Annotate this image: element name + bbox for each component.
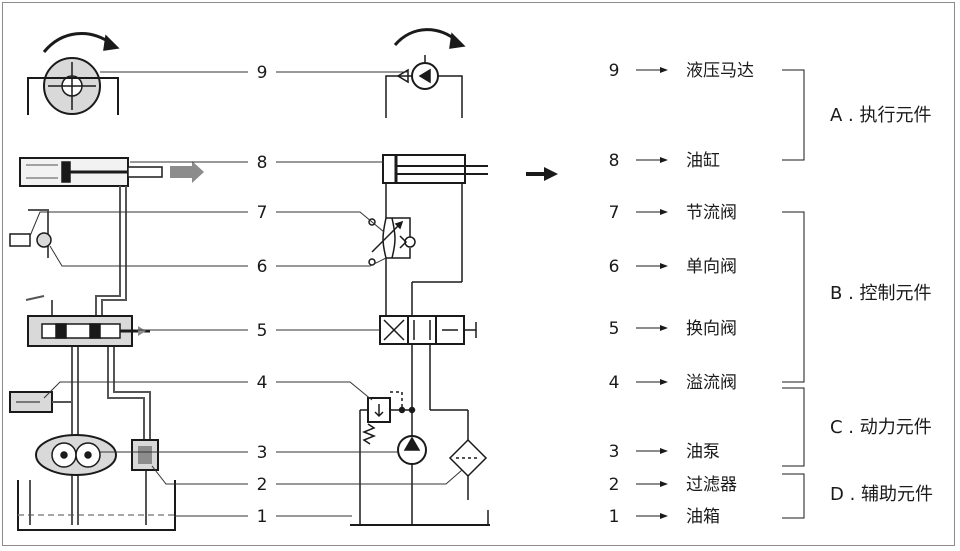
schematic-relief-valve [359,391,416,490]
group-brackets [782,69,805,519]
callout-8: 8 [257,153,268,173]
pictorial-drawing [9,32,204,531]
legend-row-6: 6 单向阀 [609,257,737,277]
legend-row-7: 7 节流阀 [609,203,737,223]
callout-2: 2 [257,475,268,495]
legend-num-6: 6 [609,257,620,277]
schematic-directional-valve [379,315,477,440]
callout-numbers: 9 8 7 6 5 4 3 2 1 [257,63,268,527]
leader-lines [29,71,463,517]
legend-row-9: 9 液压马达 [609,61,754,81]
legend-num-5: 5 [609,319,620,339]
schematic-motor [385,28,466,118]
legend-row-5: 5 换向阀 [609,319,737,339]
transition-arrow [526,167,558,181]
legend-num-7: 7 [609,203,620,223]
legend-name-8: 油缸 [686,150,720,171]
group-label-d: D . 辅助元件 [830,484,933,505]
schematic-filter [448,438,488,500]
group-label-b: B . 控制元件 [830,283,932,304]
callout-4: 4 [257,373,268,393]
group-label-c: C . 动力元件 [830,417,932,438]
callout-6: 6 [257,257,268,277]
legend-num-2: 2 [609,475,620,495]
legend-name-9: 液压马达 [686,61,754,81]
legend-num-3: 3 [609,442,620,462]
pictorial-pipes [25,186,151,525]
schematic-cylinder [382,154,488,282]
callout-3: 3 [257,443,268,463]
schematic-pump [397,435,427,525]
callout-1: 1 [257,507,268,527]
legend-num-8: 8 [609,151,620,171]
legend-name-6: 单向阀 [686,257,737,277]
legend-name-4: 溢流阀 [686,373,737,393]
legend-row-4: 4 溢流阀 [609,373,737,393]
legend-num-1: 1 [609,507,620,527]
pictorial-gear-pump [35,434,117,476]
legend-name-2: 过滤器 [686,475,737,495]
legend-row-2: 2 过滤器 [609,475,737,495]
schematic-tank [350,490,490,526]
pictorial-motor [27,32,120,115]
schematic-throttle-check-valve [368,217,462,316]
legend-name-5: 换向阀 [686,319,737,339]
legend-num-4: 4 [609,373,620,393]
pictorial-relief-valve [9,391,72,413]
legend-name-3: 油泵 [686,442,720,462]
schematic-diagram [350,28,490,526]
pictorial-filter [131,439,159,471]
legend: 9 液压马达 8 油缸 7 节流阀 6 单向阀 5 换向阀 [609,61,933,527]
legend-row-1: 1 油箱 [609,507,720,527]
legend-row-8: 8 油缸 [609,150,720,171]
legend-name-1: 油箱 [686,507,720,527]
callout-7: 7 [257,203,268,223]
pictorial-cylinder [19,157,204,187]
pictorial-tank [17,480,176,531]
group-label-a: A . 执行元件 [830,105,931,126]
pictorial-valves-6-7 [9,209,52,258]
legend-num-9: 9 [609,61,620,81]
legend-row-3: 3 油泵 [609,442,720,462]
callout-5: 5 [257,321,268,341]
callout-9: 9 [257,63,268,83]
legend-name-7: 节流阀 [686,203,737,223]
pictorial-directional-valve [27,315,150,347]
